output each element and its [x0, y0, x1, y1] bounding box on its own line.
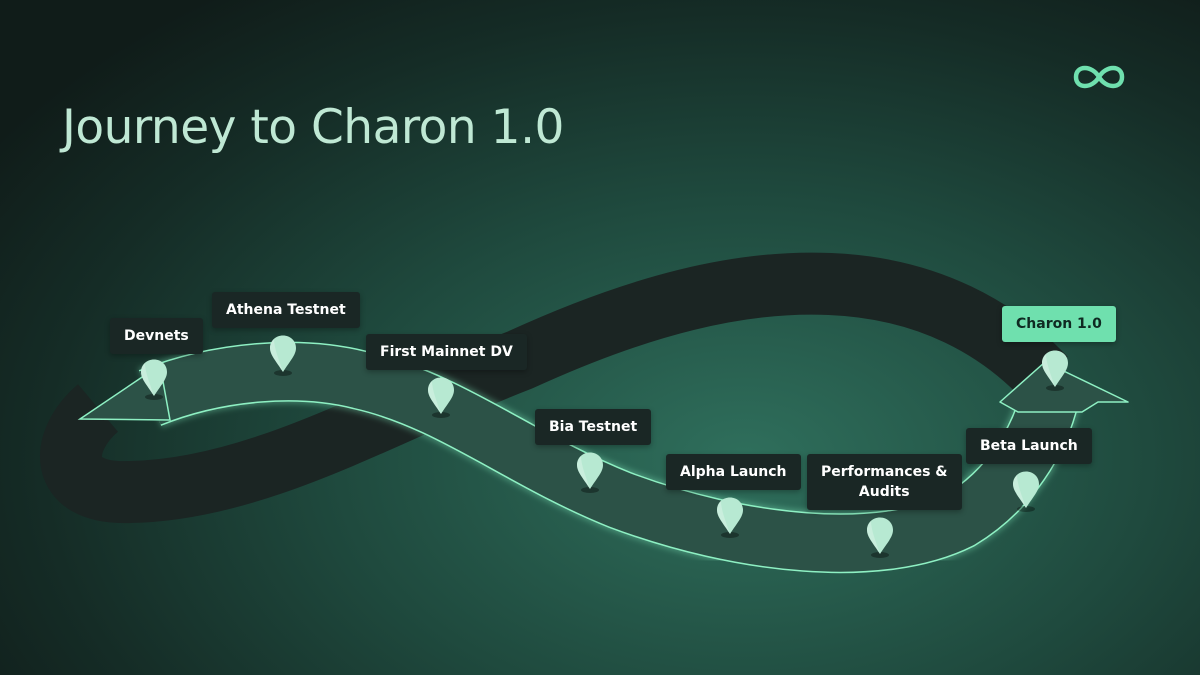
map-pin-icon	[865, 516, 895, 558]
milestone-label-text: Beta Launch	[980, 438, 1078, 454]
milestone-label-text: Alpha Launch	[680, 464, 787, 480]
map-pin-icon	[715, 496, 745, 538]
milestone-label: Bia Testnet	[535, 409, 651, 445]
milestone-label-text: First Mainnet DV	[380, 344, 513, 360]
map-pin-icon	[1040, 349, 1070, 391]
milestone-label-text: Charon 1.0	[1016, 316, 1102, 332]
milestone-label: Charon 1.0	[1002, 306, 1116, 342]
milestone-label: Performances & Audits	[807, 454, 962, 510]
milestone-label: Athena Testnet	[212, 292, 360, 328]
map-pin-icon	[575, 451, 605, 493]
map-pin-icon	[268, 334, 298, 376]
milestone-label: Alpha Launch	[666, 454, 801, 490]
milestone-label: Devnets	[110, 318, 203, 354]
map-pin-icon	[1011, 470, 1041, 512]
milestone-label-text: Athena Testnet	[226, 302, 346, 318]
map-pin-icon	[139, 358, 169, 400]
milestone-label-text: Performances &	[821, 464, 948, 480]
map-pin-icon	[426, 376, 456, 418]
milestone-label-text: Bia Testnet	[549, 419, 637, 435]
milestone-label-text-line2: Audits	[859, 484, 910, 500]
milestone-label-text: Devnets	[124, 328, 189, 344]
milestone-label: First Mainnet DV	[366, 334, 527, 370]
milestone-label: Beta Launch	[966, 428, 1092, 464]
